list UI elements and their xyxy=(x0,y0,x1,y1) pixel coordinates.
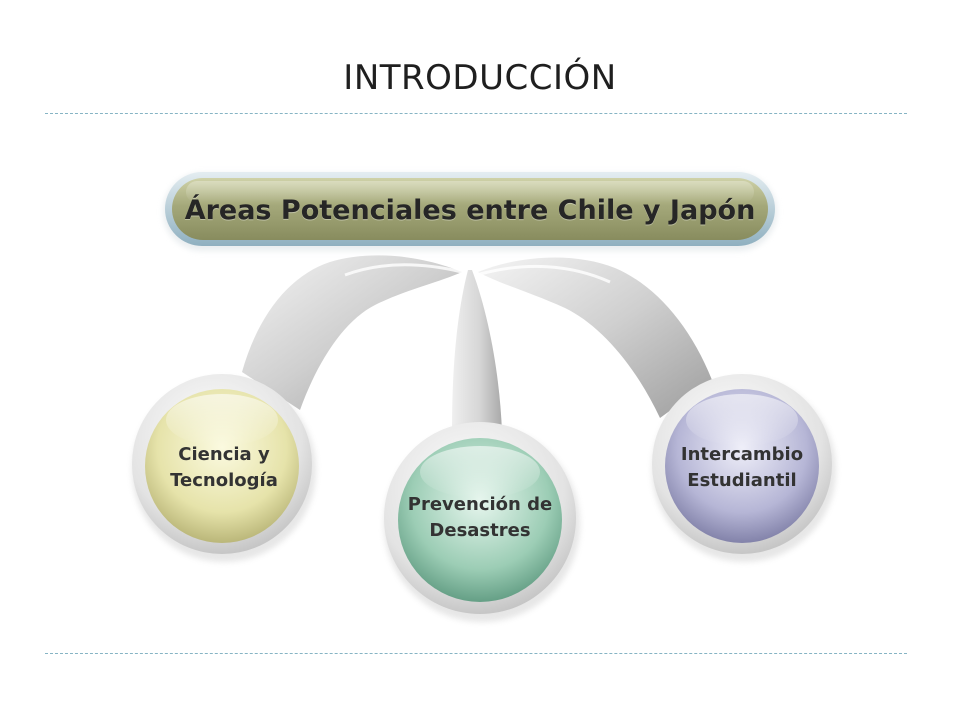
node-prevencion xyxy=(384,422,580,622)
connector-left xyxy=(242,255,463,410)
node-label-intercambio: Intercambio Estudiantil xyxy=(680,444,804,491)
connector-right xyxy=(478,257,712,418)
top-divider xyxy=(45,113,907,114)
slide-title: INTRODUCCIÓN xyxy=(343,58,617,98)
node-label-prevencion: Prevención de Desastres xyxy=(407,494,553,541)
root-banner xyxy=(163,172,777,251)
root-label: Áreas Potenciales entre Chile y Japón xyxy=(184,194,756,226)
bottom-divider xyxy=(45,653,907,654)
node-ciencia xyxy=(132,374,316,562)
node-label-ciencia: Ciencia y Tecnología xyxy=(170,444,278,491)
node-intercambio xyxy=(652,374,836,562)
connector-center xyxy=(452,270,502,432)
